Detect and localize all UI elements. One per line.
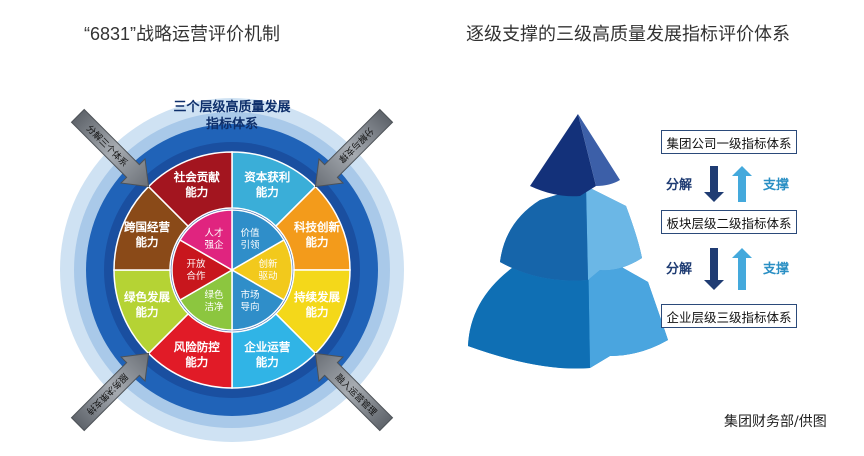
- arrow-top-right-shape: [314, 108, 394, 188]
- inner-segment-label-3: 市场导向: [240, 289, 259, 313]
- inner-segment-5: [171, 238, 234, 302]
- decompose-label-2: 分解: [666, 261, 693, 276]
- image-credit: 集团财务部/供图: [724, 414, 827, 430]
- inner-segment-6: [179, 209, 233, 272]
- support-arrow-2: [732, 248, 752, 290]
- decompose-arrow-2: [704, 248, 724, 290]
- support-label-1: 支撑: [763, 177, 790, 192]
- level-3-indicator-box: 企业层级三级指标体系: [661, 304, 797, 328]
- arrow-bottom-left-shape: [70, 352, 150, 432]
- right-diagram-title: 逐级支撑的三级高质量发展指标评价体系: [466, 24, 790, 44]
- outer-segment-label-5: 风险防控能力: [174, 340, 220, 369]
- inner-segment-3: [231, 268, 285, 331]
- support-arrow-1: [732, 166, 752, 202]
- outer-segment-label-7: 跨国经营能力: [124, 220, 170, 249]
- inner-segment-1: [231, 209, 285, 272]
- outer-segment-label-4: 企业运营能力: [243, 340, 290, 369]
- pyramid-tier-1-front: [530, 114, 596, 197]
- decompose-arrow-1: [704, 166, 724, 202]
- inner-segment-label-4: 绿色洁净: [204, 289, 224, 313]
- inner-segment-label-1: 价值引领: [240, 227, 260, 251]
- pyramid-tier-1-side: [578, 114, 620, 186]
- inner-segment-label-5: 开放合作: [186, 258, 206, 282]
- pyramid-tier-2-side: [586, 186, 642, 280]
- pyramid-tier-2-front: [500, 186, 588, 281]
- outer-segment-label-3: 持续发展能力: [294, 290, 340, 319]
- decompose-label-1: 分解: [666, 177, 693, 192]
- pyramid-tier-3-side: [588, 248, 668, 368]
- inner-segment-label-6: 人才强企: [204, 227, 224, 251]
- outer-segment-label-8: 社会贡献能力: [173, 170, 220, 199]
- outer-segment-8: [147, 151, 233, 228]
- level-1-indicator-box: 集团公司一级指标体系: [661, 130, 797, 154]
- left-diagram-title: “6831”战略运营评价机制: [84, 24, 281, 44]
- inner-segment-label-2: 创新驱动: [258, 258, 278, 282]
- inner-segment-2: [230, 238, 293, 302]
- arrow-bottom-right-shape: [314, 352, 394, 432]
- level-2-indicator-box: 板块层级二级指标体系: [661, 210, 797, 234]
- arrow-top-left-shape: [70, 108, 150, 188]
- outer-segment-label-1: 资本获利能力: [244, 170, 290, 199]
- outer-segment-label-2: 科技创新能力: [294, 220, 340, 249]
- outer-segment-label-6: 绿色发展能力: [124, 290, 170, 319]
- ring-header: 三个层级高质量发展指标体系: [173, 99, 291, 131]
- inner-segment-4: [179, 268, 233, 331]
- support-label-2: 支撑: [763, 261, 790, 276]
